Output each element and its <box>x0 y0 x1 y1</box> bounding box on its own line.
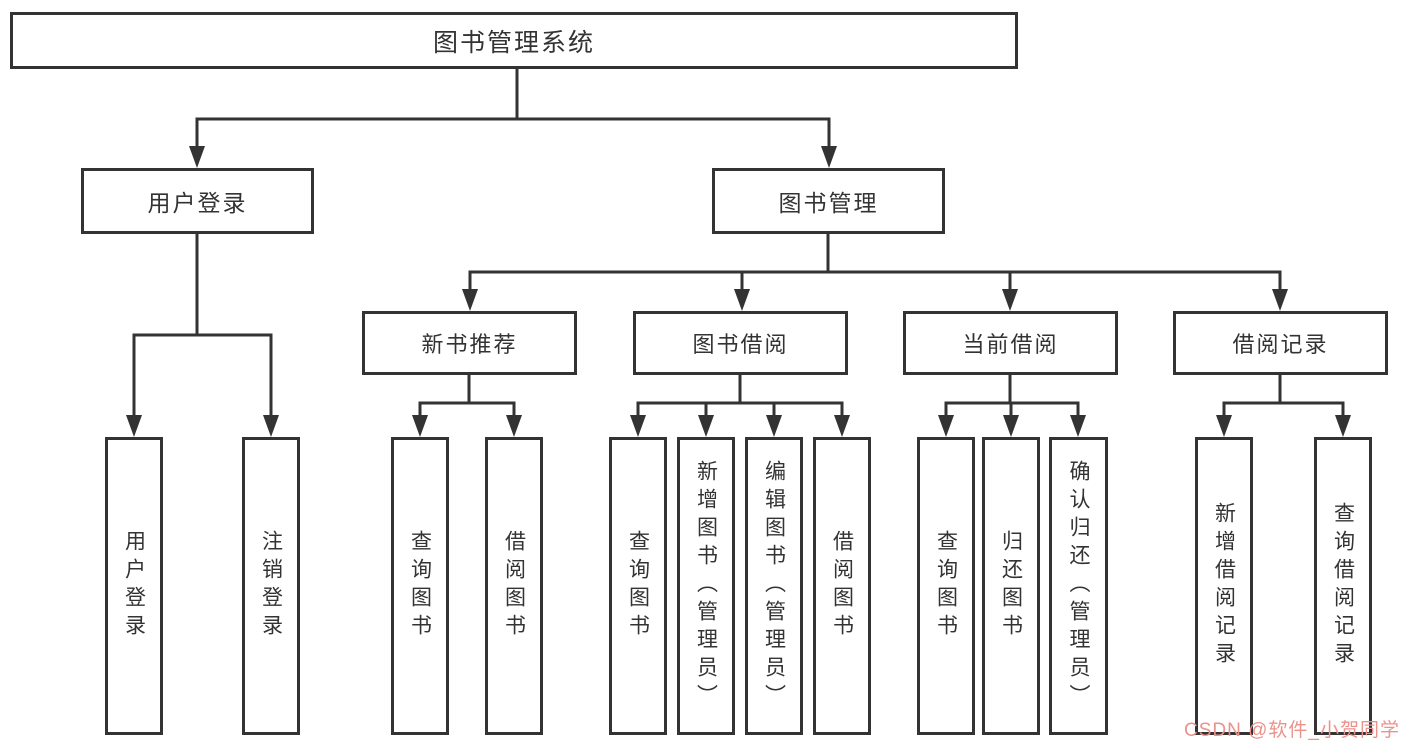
node-label: 新书推荐 <box>421 332 518 357</box>
node-borrow-records: 借阅记录 <box>1173 311 1388 375</box>
node-label: 当前借阅 <box>962 332 1059 357</box>
node-user-login: 用户登录 <box>81 168 314 234</box>
leaf-query-books-1: 查询图书 <box>391 437 449 735</box>
node-new-book-recommend: 新书推荐 <box>362 311 577 375</box>
leaf-edit-book-admin: 编辑图书（管理员） <box>745 437 803 735</box>
node-current-borrow: 当前借阅 <box>903 311 1118 375</box>
leaf-logout: 注销登录 <box>242 437 300 735</box>
leaf-add-book-admin: 新增图书（管理员） <box>677 437 735 735</box>
node-label: 新增借阅记录 <box>1212 502 1236 670</box>
node-label: 查询借阅记录 <box>1331 502 1355 670</box>
node-label: 查询图书 <box>408 530 432 642</box>
node-label: 查询图书 <box>626 530 650 642</box>
node-label: 图书管理系统 <box>432 28 595 57</box>
leaf-confirm-return-admin: 确认归还（管理员） <box>1049 437 1108 735</box>
node-label: 查询图书 <box>934 530 958 642</box>
leaf-return-book: 归还图书 <box>982 437 1040 735</box>
node-label: 新增图书（管理员） <box>694 460 718 712</box>
leaf-borrow-books-1: 借阅图书 <box>485 437 543 735</box>
node-label: 借阅图书 <box>502 530 526 642</box>
node-label: 注销登录 <box>259 530 283 642</box>
node-book-management: 图书管理 <box>712 168 945 234</box>
node-label: 归还图书 <box>999 530 1023 642</box>
node-label: 编辑图书（管理员） <box>762 460 786 712</box>
node-label: 图书管理 <box>778 190 879 216</box>
leaf-user-login: 用户登录 <box>105 437 163 735</box>
node-label: 图书借阅 <box>692 332 789 357</box>
leaf-query-books-3: 查询图书 <box>917 437 975 735</box>
leaf-query-borrow-record: 查询借阅记录 <box>1314 437 1372 735</box>
node-label: 用户登录 <box>122 530 146 642</box>
node-label: 用户登录 <box>147 190 248 216</box>
leaf-add-borrow-record: 新增借阅记录 <box>1195 437 1253 735</box>
node-label: 借阅记录 <box>1232 332 1329 357</box>
node-root: 图书管理系统 <box>10 12 1018 69</box>
watermark: CSDN @软件_小贺同学 <box>1184 720 1400 741</box>
node-label: 确认归还（管理员） <box>1067 460 1090 712</box>
leaf-query-books-2: 查询图书 <box>609 437 667 735</box>
node-label: 借阅图书 <box>830 530 854 642</box>
leaf-borrow-books-2: 借阅图书 <box>813 437 871 735</box>
node-book-borrow: 图书借阅 <box>633 311 848 375</box>
